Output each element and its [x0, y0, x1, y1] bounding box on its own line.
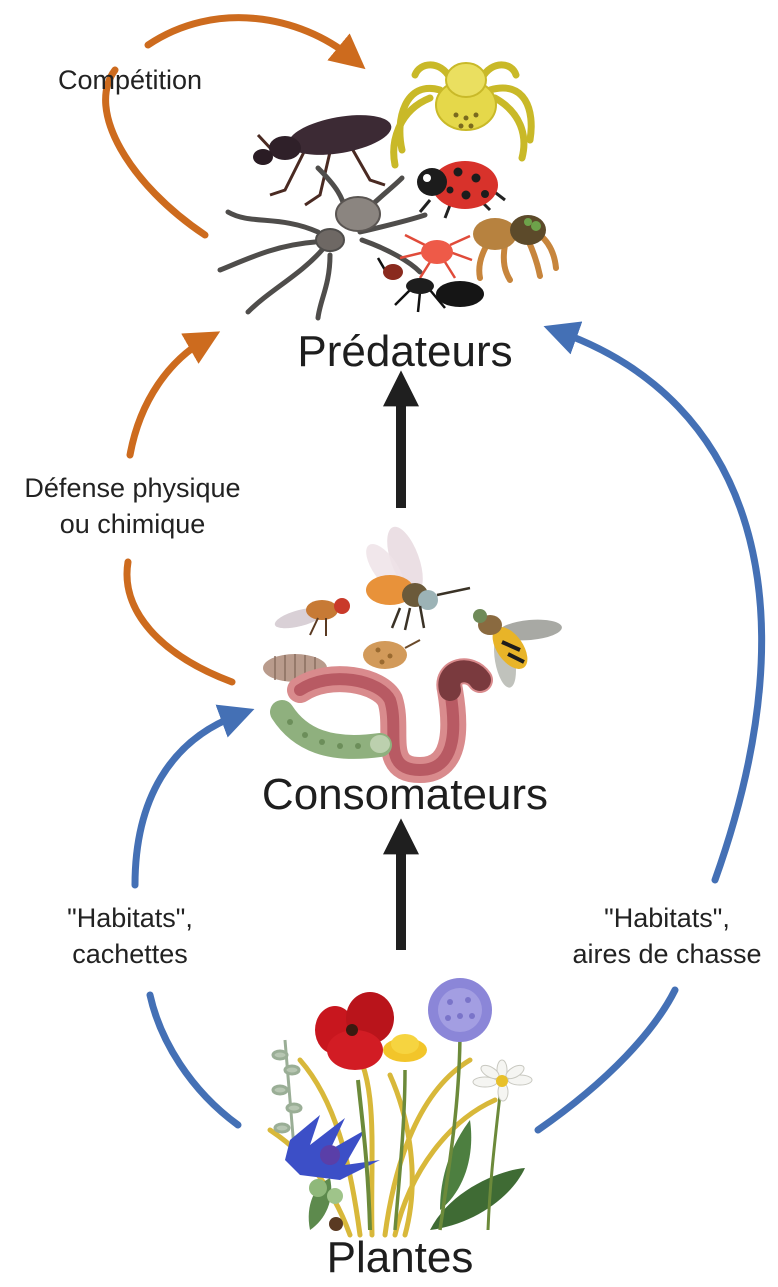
- consumers-illustration: [263, 522, 563, 770]
- predators-illustration: [220, 63, 556, 318]
- competition-label: Compétition: [20, 62, 240, 98]
- fruit-fly-icon: [273, 598, 350, 636]
- ant-icon: [378, 258, 484, 312]
- predators-label: Prédateurs: [250, 322, 560, 381]
- defense-label-line2: ou chimique: [0, 506, 265, 542]
- jumping-spider-icon: [473, 215, 556, 280]
- plants-illustration: [270, 978, 532, 1235]
- bee-icon: [359, 522, 470, 630]
- habitats-hunting-label: "Habitats", aires de chasse: [558, 900, 776, 973]
- defense-label: Défense physique ou chimique: [0, 470, 265, 543]
- caterpillar-icon: [282, 712, 390, 753]
- habitat-hunting-arrow: [538, 332, 762, 1130]
- beetle-icon: [253, 108, 394, 205]
- plants-label: Plantes: [270, 1228, 530, 1287]
- habitats-hiding-label: "Habitats", cachettes: [30, 900, 230, 973]
- mite-icon: [400, 235, 472, 278]
- ladybug-icon: [417, 161, 505, 218]
- habitats-hiding-label-line2: cachettes: [30, 936, 230, 972]
- springtail-icon: [363, 640, 420, 669]
- habitats-hunting-label-line2: aires de chasse: [558, 936, 776, 972]
- defense-label-line1: Défense physique: [0, 470, 265, 506]
- consumers-label: Consomateurs: [210, 765, 600, 824]
- habitats-hiding-label-line1: "Habitats",: [30, 900, 230, 936]
- habitats-hunting-label-line1: "Habitats",: [558, 900, 776, 936]
- crab-spider-icon: [394, 63, 531, 165]
